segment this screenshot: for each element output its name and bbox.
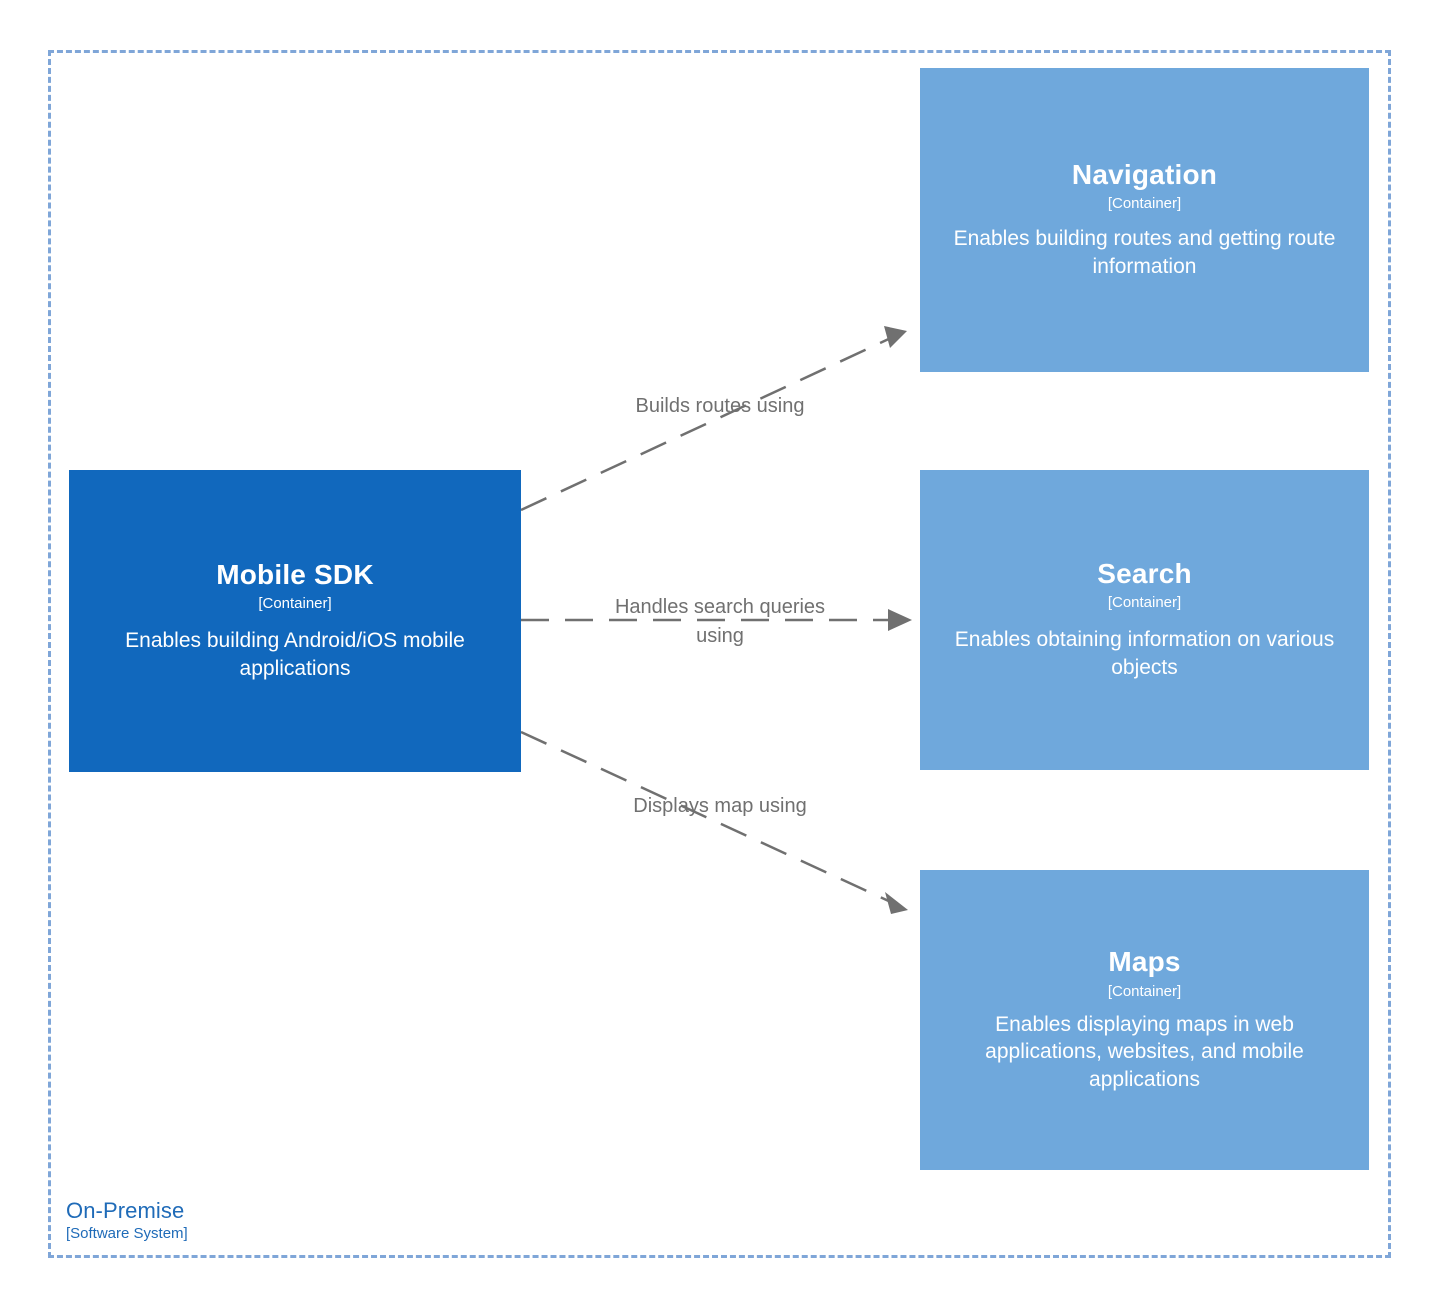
relationship-label-handles-search: Handles search queries using (614, 596, 826, 647)
software-system-boundary (48, 50, 1391, 1258)
container-title: Mobile SDK (216, 559, 374, 591)
container-type-label: [Container] (1107, 195, 1182, 213)
container-title: Maps (1108, 946, 1181, 978)
container-description: Enables building routes and getting rout… (953, 227, 1336, 279)
container-type-label: [Container] (1107, 982, 1182, 1000)
boundary-type-label: [Software System] (66, 1224, 188, 1242)
container-type-label: [Container] (258, 595, 332, 613)
container-title: Navigation (1071, 159, 1218, 191)
container-type-label: [Container] (1107, 594, 1182, 612)
container-title: Search (1097, 558, 1192, 590)
container-description: Enables displaying maps in web applicati… (985, 1012, 1304, 1091)
boundary-label-group: On-Premise [Software System] (66, 1198, 188, 1243)
relationship-label-builds-routes: Builds routes using (635, 395, 805, 417)
container-navigation[interactable]: Navigation [Container] Enables building … (920, 68, 1369, 372)
container-description: Enables obtaining information on various… (954, 628, 1335, 680)
container-mobile-sdk[interactable]: Mobile SDK [Container] Enables building … (69, 470, 521, 772)
boundary-name: On-Premise (66, 1198, 185, 1223)
container-search[interactable]: Search [Container] Enables obtaining inf… (920, 470, 1369, 770)
container-description: Enables building Android/iOS mobile appl… (125, 629, 465, 681)
relationship-label-displays-map: Displays map using (633, 795, 807, 817)
container-maps[interactable]: Maps [Container] Enables displaying maps… (920, 870, 1369, 1170)
